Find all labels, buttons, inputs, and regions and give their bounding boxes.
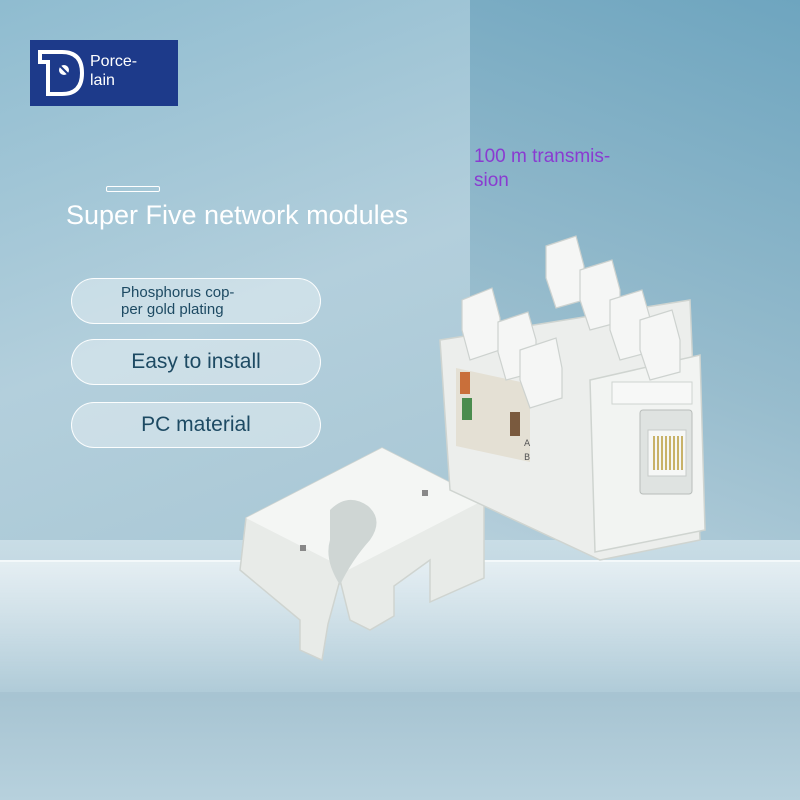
logo-mark-icon (38, 50, 85, 96)
transmission-callout: 100 m transmis- sion (474, 145, 664, 193)
page-title: Super Five network modules (66, 200, 409, 230)
wiring-label-b: B (524, 453, 530, 463)
headline-dash (106, 186, 160, 192)
callout-line1: 100 m transmis- (474, 146, 611, 167)
callout-line2: sion (474, 170, 509, 191)
feature-pill-line2: per gold plating (121, 301, 224, 318)
dust-cap-image (239, 447, 485, 662)
brand-logo: Porce- lain (30, 40, 178, 106)
feature-pill-easy-install: Easy to install (71, 339, 321, 385)
logo-text: Porce- lain (90, 52, 137, 90)
logo-text-line1: Porce- (90, 53, 138, 70)
feature-pill-line1: Phosphorus cop- (121, 284, 235, 301)
wiring-label-a: A (524, 439, 531, 449)
idc-teeth (461, 235, 681, 409)
gold-contacts (653, 436, 683, 470)
feature-pill-pc-material: PC material (71, 402, 321, 448)
feature-pill-gold-plating: Phosphorus cop- per gold plating (71, 278, 321, 324)
rj45-keystone-module-image: A B (439, 235, 706, 561)
logo-text-line2: lain (90, 72, 115, 89)
